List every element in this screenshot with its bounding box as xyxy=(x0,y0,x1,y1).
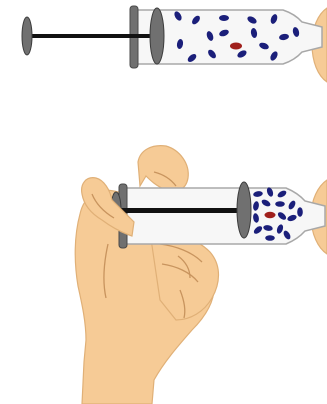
plunger-seal xyxy=(237,182,251,238)
molecule xyxy=(219,15,229,21)
molecule-red xyxy=(265,212,276,218)
index-finger xyxy=(138,146,188,192)
syringe-compressed xyxy=(111,182,325,248)
plunger-seal xyxy=(150,8,164,64)
syringe-uncompressed xyxy=(22,6,327,82)
molecule xyxy=(265,235,275,241)
molecule xyxy=(275,201,285,207)
plunger-rod xyxy=(30,34,153,38)
plunger-rod xyxy=(116,208,244,213)
plunger-thumb-cap xyxy=(22,17,32,55)
molecule xyxy=(297,207,303,217)
molecule-red xyxy=(230,43,242,50)
